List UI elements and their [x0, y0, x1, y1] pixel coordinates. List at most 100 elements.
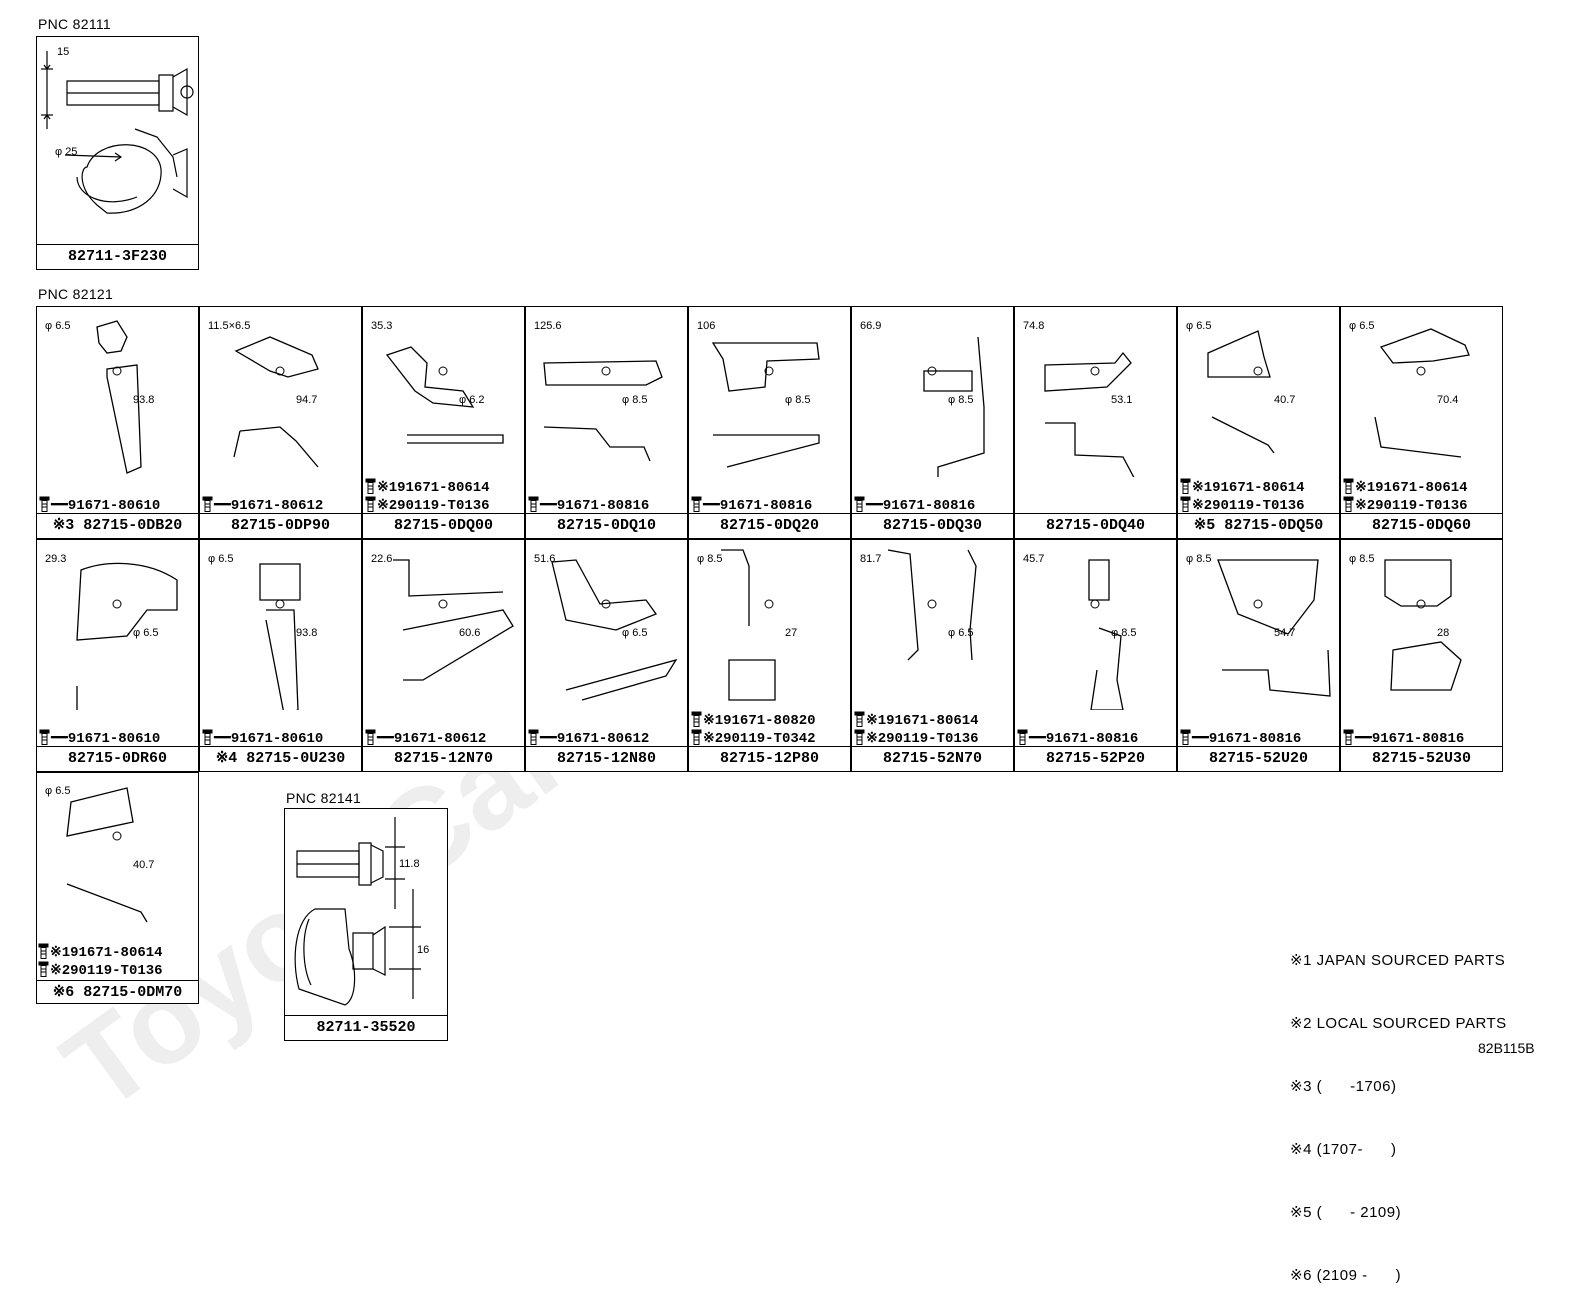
part-number: 82715-0DQ60: [1341, 513, 1502, 538]
dimension-label: 94.7: [296, 394, 317, 406]
bolt-icon: [1343, 478, 1354, 494]
bolt-icon: [528, 729, 539, 745]
dimension-label: φ 6.5: [1186, 320, 1211, 332]
dimension-label: φ 6.5: [208, 553, 233, 565]
bolt-part-number: 91671-80610: [230, 731, 324, 747]
bolt-icon: [39, 496, 50, 512]
part-number: ※6 82715-0DM70: [36, 980, 199, 1005]
dimension-label: φ 8.5: [948, 394, 973, 406]
part-cell-82711-3F230[interactable]: 15 φ 25 82711-3F230: [36, 36, 199, 270]
dimension-label: 45.7: [1023, 553, 1044, 565]
bracket-drawing: φ 6.540.7: [1186, 320, 1295, 477]
bolt-spec: ━━91671-80816: [1180, 729, 1301, 748]
bolt-spec: ※290119-T0136: [854, 729, 979, 748]
part-cell-82711-35520[interactable]: 11.8 16 82711-35520: [284, 808, 448, 1041]
mounting-hole: [602, 367, 610, 375]
bolt-part-number: ※290119-T0136: [866, 731, 979, 747]
bracket-outline: [1218, 560, 1330, 696]
dimension-label: 11.5×6.5: [208, 320, 250, 332]
note-1: ※1 JAPAN SOURCED PARTS: [1290, 952, 1506, 969]
bolt-icon: [365, 478, 376, 494]
bracket-drawing: φ 6.540.7: [45, 785, 154, 942]
mounting-hole: [276, 600, 284, 608]
dimension-label: φ 8.5: [785, 394, 810, 406]
mounting-hole: [928, 367, 936, 375]
bolt-icon: [38, 961, 49, 977]
dim-phi-25: φ 25: [55, 146, 77, 158]
bolt-spec: ━━91671-80612: [365, 729, 486, 748]
bracket-drawing: 74.853.1: [1023, 320, 1176, 477]
bolt-spec: ━━91671-80610: [202, 729, 323, 748]
bracket-drawing: 11.5×6.5 94.7: [208, 320, 361, 477]
bracket-outline: [1375, 329, 1469, 457]
mounting-hole: [765, 367, 773, 375]
dimension-label: 70.4: [1437, 394, 1458, 406]
mounting-hole: [1254, 600, 1262, 608]
bracket-drawing: φ 8.527: [697, 540, 797, 710]
dimension-label: 35.3: [371, 320, 392, 332]
dimension-label: 60.6: [459, 627, 480, 639]
mounting-hole: [602, 600, 610, 608]
dimension-label: 53.1: [1111, 394, 1132, 406]
bracket-drawing: 81.7 φ 6.5: [860, 540, 1013, 710]
part-number: 82715-0DQ10: [526, 513, 687, 538]
bolt-spec: ※191671-80820: [691, 711, 816, 730]
bolt-part-number: ※191671-80614: [1355, 480, 1468, 496]
bolt-spec: ※191671-80614: [365, 478, 490, 497]
bolt-icon: [854, 711, 865, 727]
part-number: 82715-52U30: [1341, 746, 1502, 771]
bracket-outline: [67, 788, 147, 922]
dimension-label: 28: [1437, 627, 1449, 639]
bolt-spec: ※290119-T0136: [365, 496, 490, 515]
note-4: ※4 (1707- ): [1290, 1141, 1397, 1158]
bracket-drawing: 125.6φ 8.5: [534, 320, 687, 477]
mounting-hole: [113, 832, 121, 840]
bracket-outline: [234, 337, 318, 467]
dimension-label: φ 8.5: [1186, 553, 1211, 565]
bolt-icon: [202, 729, 213, 745]
mounting-hole: [1254, 367, 1262, 375]
bolt-spec: ※191671-80614: [1180, 478, 1305, 497]
bolt-part-number: ※290119-T0136: [1192, 498, 1305, 514]
bracket-drawing: 51.6φ 6.5: [534, 553, 687, 710]
clip-drawing: 11.8 16: [285, 809, 429, 1015]
bolt-icon: [1180, 496, 1191, 512]
bolt-spec: ━━91671-80610: [39, 496, 160, 515]
mounting-hole: [1091, 600, 1099, 608]
bolt-part-number: ※191671-80614: [377, 480, 490, 496]
bolt-icon: [691, 496, 702, 512]
mounting-hole: [928, 600, 936, 608]
bracket-outline: [721, 550, 775, 700]
bolt-part-number: ※290119-T0136: [50, 963, 163, 979]
bracket-outline: [1208, 331, 1274, 453]
bracket-outline: [387, 347, 503, 443]
bolt-icon: [38, 943, 49, 959]
dimension-label: φ 6.5: [948, 627, 973, 639]
part-number: 82715-52U20: [1178, 746, 1339, 771]
dimension-label: 81.7: [860, 553, 881, 565]
bracket-outline: [97, 321, 141, 473]
bolt-spec: ※191671-80614: [1343, 478, 1468, 497]
note-2: ※2 LOCAL SOURCED PARTS: [1290, 1015, 1507, 1032]
